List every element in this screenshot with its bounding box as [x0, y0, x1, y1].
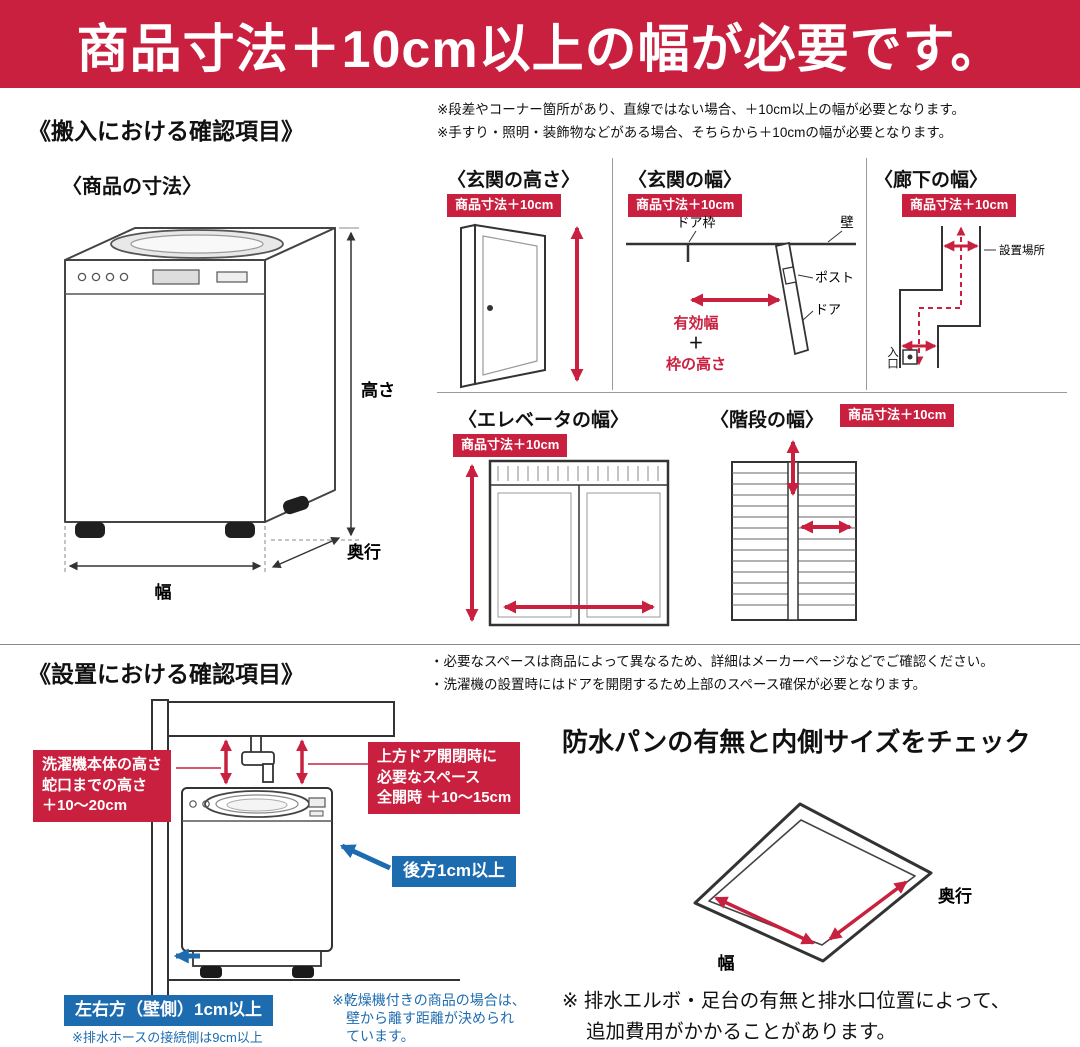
dimension-lines [64, 227, 359, 572]
entrance-width-illustration: ドア枠 壁 ポスト ドア 有効幅 ＋ 枠の高さ [626, 215, 856, 373]
washing-machine-front [181, 787, 333, 978]
plus-label: ＋ [688, 335, 703, 352]
height-requirement-box: 洗濯機本体の高さ 蛇口までの高さ ＋10〜20cm [33, 750, 172, 823]
elevator-width-illustration [465, 459, 670, 627]
divider-vertical-1 [612, 158, 613, 390]
elevator-door-right [586, 492, 661, 618]
door-knob [487, 305, 493, 311]
elevator-door-left [497, 492, 572, 618]
banner-title: 商品寸法＋10cm以上の幅が必要です。 [76, 20, 1004, 79]
elevator-width-badge: 商品寸法＋10cm [453, 434, 568, 457]
product-dims-title: 〈商品の寸法〉 [62, 176, 202, 198]
carryin-note-2: ※手すり・照明・装飾物などがある場合、そちらから＋10cmの幅が必要となります。 [437, 124, 953, 140]
door-post [782, 266, 797, 285]
hallway-width-title: 〈廊下の幅〉 [874, 170, 989, 191]
elevator-lintel-hatch [497, 466, 659, 481]
installation-heading: 《設置における確認項目》 [28, 661, 304, 687]
pan-depth-arrow [828, 880, 908, 941]
carryin-note-1: ※段差やコーナー箇所があり、直線ではない場合、＋10cm以上の幅が必要となります… [437, 102, 966, 117]
stairs-width-illustration [731, 440, 857, 621]
hose-note: ※排水ホースの接続側は9cm以上 [72, 1030, 263, 1045]
door-slab [774, 241, 810, 356]
hallway-width-illustration: 設置場所 [899, 226, 1045, 368]
height-label: 高さ [361, 380, 395, 400]
carryin-notes: ※段差やコーナー箇所があり、直線ではない場合、＋10cm以上の幅が必要となります… [437, 99, 965, 145]
installation-note-2: ・洗濯機の設置時にはドアを開閉するため上部のスペース確保が必要となります。 [430, 676, 927, 692]
wall-label: 壁 [840, 215, 854, 230]
installation-note-1: ・必要なスペースは商品によって異なるため、詳細はメーカーページなどでご確認くださ… [430, 654, 994, 669]
pan-width-label: 幅 [718, 953, 735, 973]
entrance-height-title: 〈玄関の高さ〉 [447, 170, 581, 191]
elevator-width-title: 〈エレベータの幅〉 [458, 410, 630, 431]
product-dimensions-illustration: 高さ 幅 奥行 [64, 227, 395, 602]
machine-lid-inner [130, 234, 264, 254]
stairs-width-badge: 商品寸法＋10cm [840, 404, 955, 427]
dryer-note: ※乾燥機付きの商品の場合は、 壁から離す距離が決められ ています。 [332, 992, 526, 1045]
entrance-label: 入口 [886, 346, 898, 369]
door-frame-label: ドア枠 [676, 215, 715, 230]
rear-clearance-arrow [339, 843, 392, 871]
place-label: 設置場所 [999, 243, 1045, 257]
entrance-width-title: 〈玄関の幅〉 [628, 170, 743, 191]
door-open-space-box: 上方ドア開閉時に 必要なスペース 全開時 ＋10〜15cm [368, 742, 521, 815]
top-banner: 商品寸法＋10cm以上の幅が必要です。 [0, 0, 1080, 88]
pan-depth-label: 奥行 [938, 886, 972, 906]
divider-vertical-2 [866, 158, 867, 390]
pan-width-arrow [714, 896, 815, 945]
entrance-height-illustration [460, 223, 584, 389]
rear-clearance-label: 後方1cm以上 [392, 856, 517, 887]
side-clearance-label: 左右方（壁側）1cm以上 [64, 995, 274, 1026]
faucet [241, 735, 275, 783]
hallway-width-badge: 商品寸法＋10cm [902, 194, 1017, 217]
depth-label: 奥行 [347, 542, 381, 562]
section-divider [0, 644, 1080, 645]
stairs-width-title: 〈階段の幅〉 [710, 410, 825, 431]
waterproof-pan-illustration: 幅 奥行 [693, 802, 972, 973]
pan-title: 防水パンの有無と内側サイズをチェック [562, 727, 1031, 757]
carryin-heading: 《搬入における確認項目》 [28, 118, 304, 144]
open-door-drawing [460, 223, 546, 389]
pan-inner-rim [708, 819, 916, 946]
washing-machine-drawing [64, 227, 336, 523]
carry-path-dashed [914, 226, 966, 366]
effective-width-label: 有効幅 [673, 314, 718, 332]
door-label: ドア [815, 302, 841, 317]
pan-note: ※ 排水エルボ・足台の有無と排水口位置によって、 追加費用がかかることがあります… [562, 990, 1011, 1044]
machine-control-panel [65, 269, 265, 295]
frame-height-label: 枠の高さ [666, 355, 726, 373]
post-label: ポスト [815, 270, 854, 285]
width-label: 幅 [155, 582, 172, 602]
wall [151, 699, 169, 1001]
entrance-width-badge: 商品寸法＋10cm [628, 194, 743, 217]
depth-dimension-arrow [271, 536, 341, 569]
machine-feet [75, 495, 309, 538]
upper-soffit [167, 701, 395, 737]
divider-horizontal-1 [437, 392, 1067, 393]
entrance-height-badge: 商品寸法＋10cm [447, 194, 562, 217]
installation-notes: ・必要なスペースは商品によって異なるため、詳細はメーカーページなどでご確認くださ… [430, 651, 994, 697]
